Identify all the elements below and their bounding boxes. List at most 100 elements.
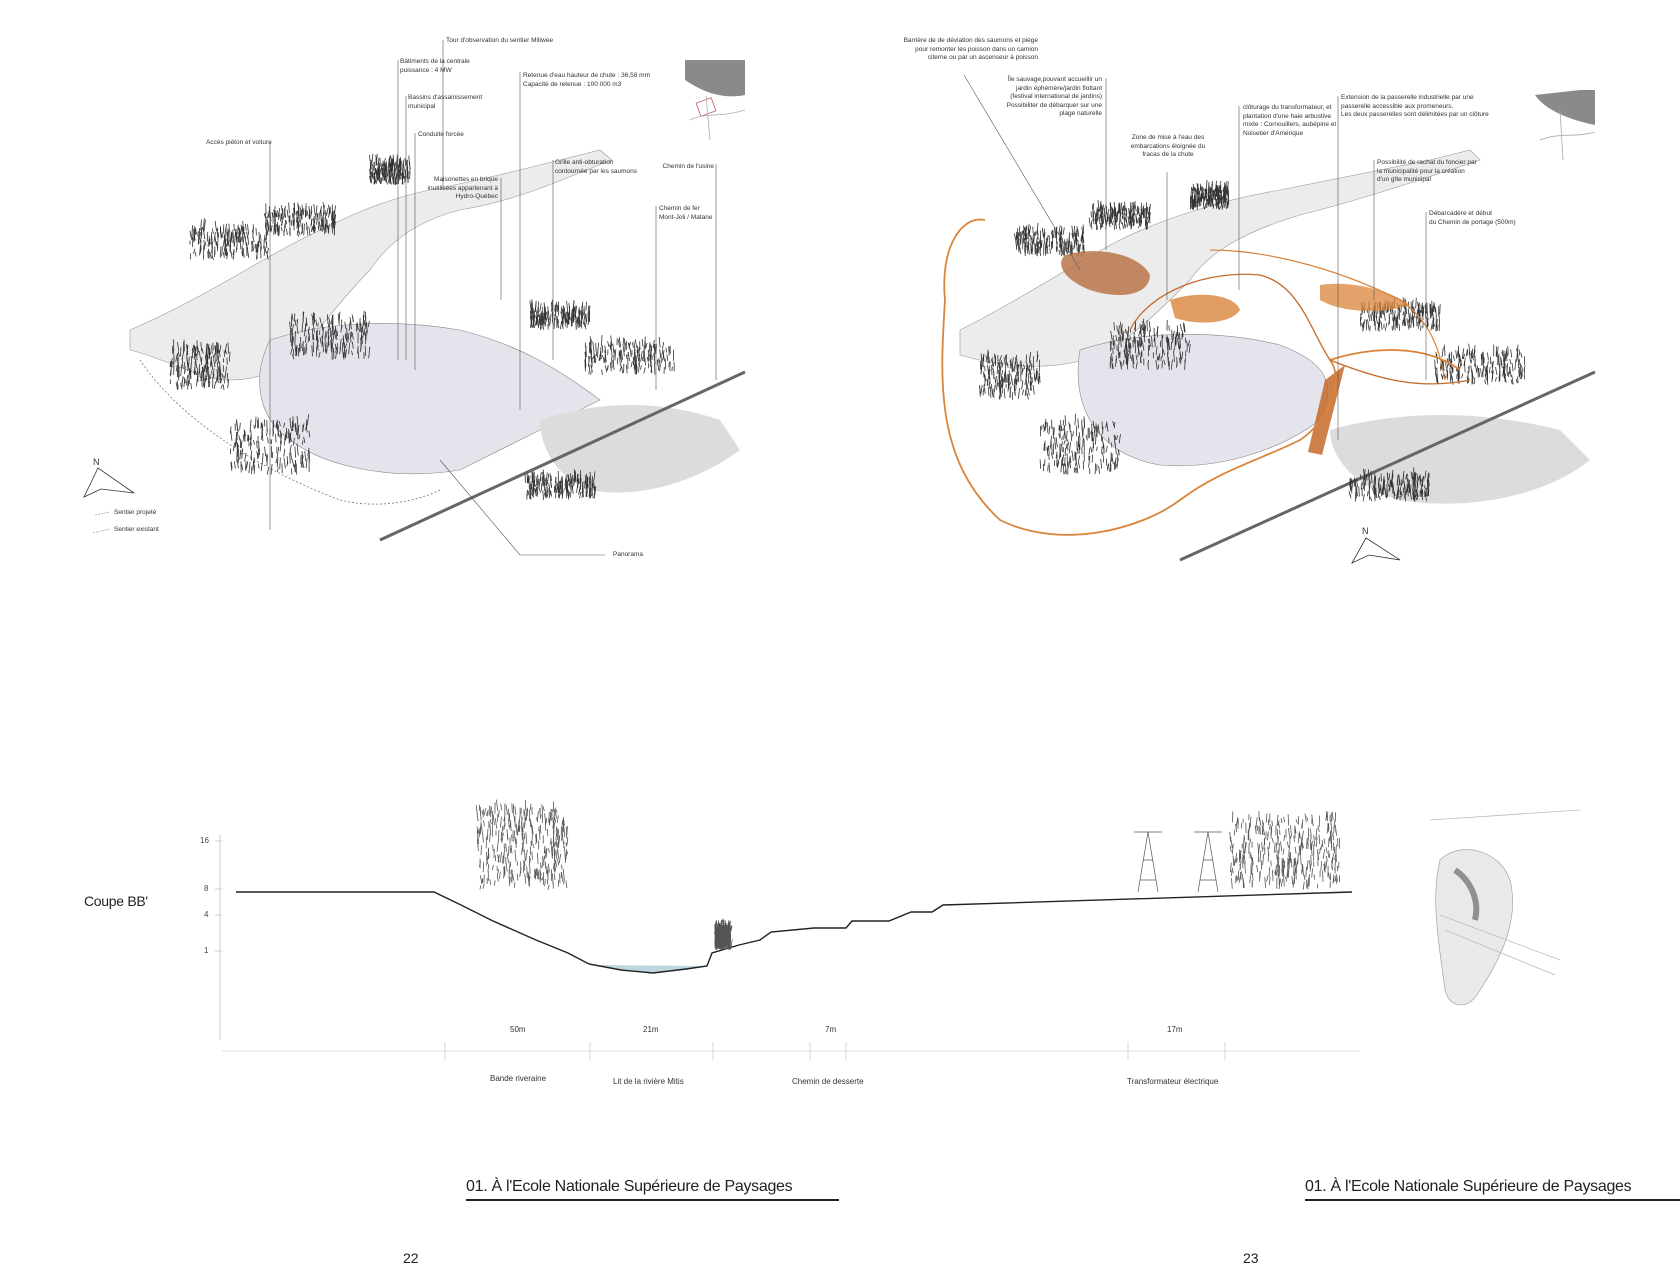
tree-stroke [1326,860,1327,868]
tree-stroke [247,461,248,468]
legend-existing-trail: Sentier existant [114,526,159,535]
tree-stroke [544,302,545,314]
tree-stroke [1457,352,1458,359]
tree-stroke [1331,820,1332,827]
tree-stroke [1287,842,1288,848]
tree-stroke [547,866,548,877]
locator-map [685,60,745,96]
tree-stroke [1322,840,1323,847]
tree-stroke [561,865,562,869]
page-number-right: 23 [1243,1250,1259,1266]
tree-stroke [1269,842,1270,849]
tree-stroke [1086,435,1087,441]
tree-stroke [623,346,624,356]
tree-stroke [624,338,625,349]
tree-stroke [1013,367,1014,372]
tree-stroke [195,252,196,257]
tree-stroke [278,467,279,471]
tree-stroke [1269,867,1270,877]
tree-stroke [1061,461,1062,473]
tree-stroke [644,367,645,373]
tree-stroke [217,228,218,233]
tree-stroke [259,238,260,245]
tree-stroke [309,227,310,236]
tree-stroke [373,162,374,171]
tree-stroke [1056,437,1057,447]
tree-stroke [234,224,235,231]
tree-stroke [1266,814,1267,823]
tree-stroke [567,826,568,836]
tree-stroke [1129,208,1130,214]
tree-stroke [1337,876,1338,882]
tree-stroke [565,485,566,490]
label-sanitation-basins: Bassins d'assainissement municipal [408,94,482,111]
label-factory-road: Chemin de l'usine [640,163,714,172]
tree-stroke [213,343,214,351]
tree-stroke [1371,497,1372,501]
tree-stroke [532,852,533,860]
label-penstock: Conduite forcée [418,131,464,140]
tree-stroke [1453,355,1454,361]
tree-stroke [1331,827,1332,834]
legend-projected-trail: Sentier projeté [114,509,156,518]
tree-stroke [1333,833,1334,840]
tree-stroke [1283,849,1284,855]
tree-stroke [593,342,594,353]
tree-stroke [526,832,527,844]
tree-stroke [631,361,632,367]
tree-stroke [1332,812,1333,820]
tree-stroke [576,321,577,330]
tree-stroke [602,355,603,359]
tree-stroke [620,367,621,372]
tree-stroke [1481,354,1482,364]
tree-stroke [1077,243,1078,251]
tree-stroke [1511,349,1512,357]
tree-stroke [1421,305,1422,313]
tree-stroke [1047,247,1048,254]
tree-stroke [231,251,232,258]
tree-stroke [613,344,614,353]
tree-stroke [1009,381,1010,385]
tree-stroke [1256,817,1257,829]
tree-stroke [1321,844,1322,849]
tree-stroke [1004,388,1005,398]
tree-stroke [1373,490,1374,494]
tree-stroke [1303,882,1304,890]
tree-stroke [1074,226,1075,237]
tree-stroke [1380,310,1381,315]
tree-stroke [556,833,557,837]
tree-stroke [1262,842,1263,851]
tree-stroke [480,885,481,889]
tree-stroke [1292,876,1293,884]
tree-stroke [1091,447,1092,453]
tree-stroke [1078,461,1079,468]
tree-stroke [532,833,533,844]
tree-stroke [1066,444,1067,449]
tree-stroke [502,856,503,864]
tree-stroke [536,817,537,821]
tree-stroke [991,384,992,394]
tree-stroke [295,331,296,341]
tree-stroke [617,358,618,365]
tree-stroke [1139,218,1140,224]
tree-stroke [667,354,668,361]
tree-stroke [1267,876,1268,882]
tree-stroke [240,423,241,430]
tree-stroke [1284,835,1285,841]
right-site-plan [942,75,1595,563]
tree-stroke [302,205,303,214]
tree-stroke [490,823,491,834]
tree-stroke [1078,229,1079,237]
tree-stroke [1307,817,1308,821]
tree-stroke [212,228,213,233]
tree-stroke [243,248,244,258]
tree-stroke [1295,858,1296,865]
tree-stroke [276,210,277,217]
tree-stroke [265,447,266,457]
tree-stroke [565,312,566,317]
tree-stroke [1301,856,1302,864]
north-label: N [93,458,100,467]
tree-stroke [1326,847,1327,853]
tree-stroke [1311,855,1312,865]
tree-stroke [1306,838,1307,849]
